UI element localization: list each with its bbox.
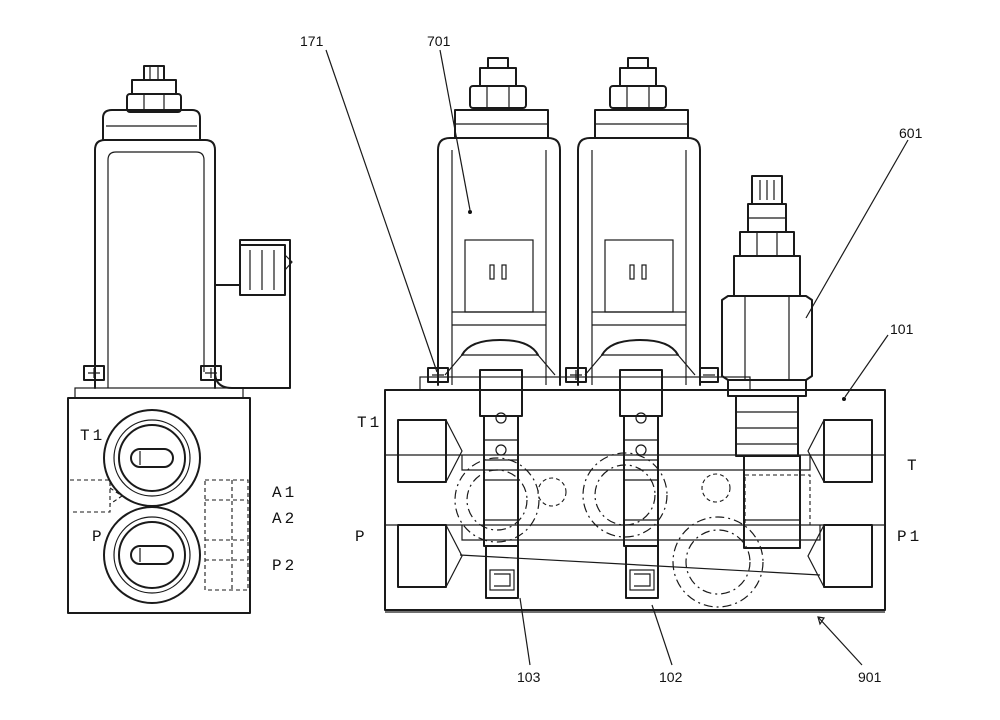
side-port-label-t1: T1 xyxy=(80,427,105,445)
front-port-p-fitting xyxy=(397,524,463,588)
front-port-label-t: T xyxy=(907,457,920,475)
leader-171 xyxy=(325,49,438,373)
front-port-p1-fitting xyxy=(807,524,873,588)
side-view: T1 P A1 A2 P2 xyxy=(67,65,297,614)
leader-103 xyxy=(519,597,531,666)
leader-901 xyxy=(817,616,863,666)
leader-102 xyxy=(651,604,673,666)
side-port-t1-fitting xyxy=(103,409,201,507)
solenoid-valve-right xyxy=(577,57,701,599)
callout-103: 103 xyxy=(517,669,541,685)
side-port-label-a2: A2 xyxy=(272,510,297,528)
callout-601: 601 xyxy=(899,125,923,141)
side-port-label-p2: P2 xyxy=(272,557,297,575)
relief-valve-cartridge xyxy=(721,175,813,549)
front-port-t1-fitting xyxy=(397,419,463,483)
side-electrical-connector xyxy=(214,239,293,389)
callout-102: 102 xyxy=(659,669,683,685)
valve-body-block xyxy=(384,376,886,611)
solenoid-valve-left xyxy=(437,57,561,599)
callout-numbers: 171 701 601 101 103 102 901 xyxy=(300,33,923,685)
front-view: T1 P T P1 xyxy=(355,57,922,613)
front-port-label-p: P xyxy=(355,528,368,546)
leader-601 xyxy=(805,139,909,319)
leader-lines xyxy=(325,49,909,666)
coil-mounting-screws xyxy=(427,367,719,383)
side-solenoid-coil xyxy=(94,65,216,389)
side-valve-block xyxy=(67,387,251,614)
side-port-label-a1: A1 xyxy=(272,484,297,502)
side-port-label-p: P xyxy=(92,528,105,546)
callout-171: 171 xyxy=(300,33,324,49)
front-port-t-fitting xyxy=(807,419,873,483)
hidden-drillings xyxy=(454,452,811,608)
leader-101 xyxy=(844,334,889,398)
front-port-label-p1: P1 xyxy=(897,528,922,546)
callout-101: 101 xyxy=(890,321,914,337)
callout-701: 701 xyxy=(427,33,451,49)
side-port-p-fitting xyxy=(103,506,201,604)
leader-701 xyxy=(439,49,471,211)
front-port-label-t1: T1 xyxy=(357,414,382,432)
callout-901: 901 xyxy=(858,669,882,685)
side-mounting-screws xyxy=(83,365,222,381)
